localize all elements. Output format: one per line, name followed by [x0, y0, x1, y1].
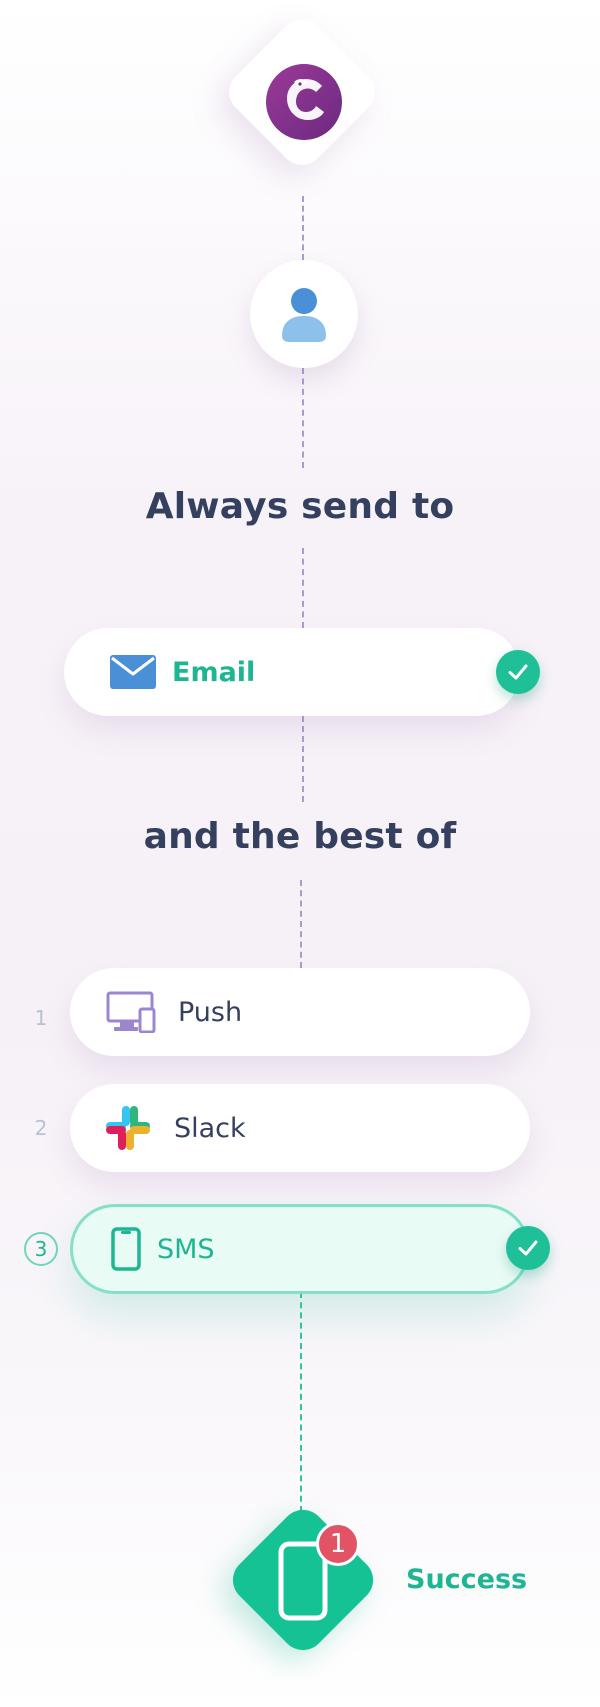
- channel-label: Slack: [174, 1112, 246, 1144]
- courier-logo-icon: [266, 64, 342, 140]
- connector-line: [302, 368, 304, 468]
- phone-notification-icon: [278, 1541, 328, 1621]
- success-label: Success: [406, 1564, 528, 1595]
- connector-line: [300, 1292, 302, 1512]
- rank-label: 3: [24, 1232, 58, 1266]
- channel-label: Email: [172, 656, 256, 688]
- email-check-icon: [496, 650, 540, 694]
- devices-icon: [106, 991, 156, 1033]
- recipient-avatar: [250, 260, 358, 368]
- user-icon: [282, 288, 326, 342]
- channel-label: SMS: [157, 1233, 215, 1265]
- rank-label: 1: [34, 1006, 48, 1030]
- sms-check-icon: [506, 1226, 550, 1270]
- channel-sms[interactable]: SMS: [70, 1204, 530, 1294]
- always-send-heading: Always send to: [145, 486, 455, 527]
- phone-icon: [111, 1227, 141, 1271]
- channel-slack[interactable]: Slack: [70, 1084, 530, 1172]
- connector-line: [300, 880, 302, 968]
- channel-email[interactable]: Email: [64, 628, 520, 716]
- channel-label: Push: [178, 996, 243, 1028]
- connector-line: [302, 548, 304, 628]
- connector-line: [302, 716, 304, 802]
- channel-push[interactable]: Push: [70, 968, 530, 1056]
- rank-label: 2: [34, 1116, 48, 1140]
- best-of-heading: and the best of: [143, 816, 457, 857]
- connector-line: [302, 196, 304, 260]
- envelope-icon: [110, 655, 156, 689]
- notification-badge: 1: [316, 1522, 360, 1566]
- slack-icon: [106, 1106, 150, 1150]
